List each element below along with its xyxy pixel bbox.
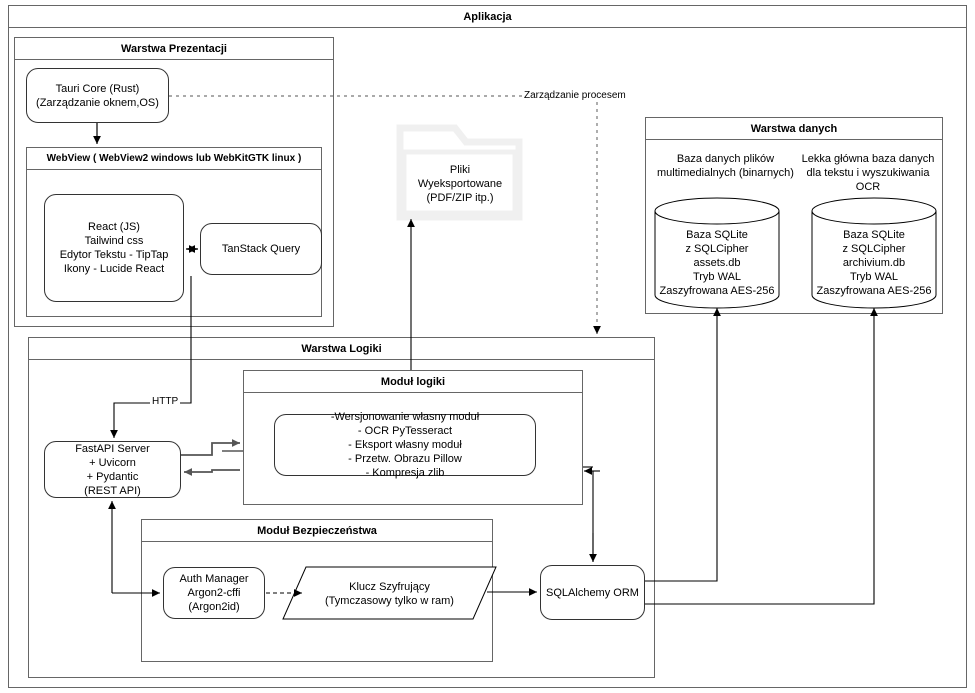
node-logic-features: -Wersjonowanie własny moduł - OCR PyTess… [274, 411, 536, 479]
label-db-assets-caption: Baza danych plików multimedialnych (bina… [657, 153, 794, 179]
node-klucz-szyfrujacy: Klucz Szyfrujący (Tymczasowy tylko w ram… [325, 581, 454, 607]
label-http: HTTP [150, 396, 181, 407]
node-fastapi-server: FastAPI Server + Uvicorn + Pydantic (RES… [44, 441, 181, 498]
node-react-frontend: React (JS) Tailwind css Edytor Tekstu - … [44, 194, 184, 302]
label-db-archivium-caption: Lekka główna baza danych dla tekstu i wy… [801, 153, 935, 193]
container-warstwa-danych-title: Warstwa danych [646, 118, 942, 140]
node-sqlalchemy-orm: SQLAlchemy ORM [540, 565, 645, 620]
container-warstwa-logiki-title: Warstwa Logiki [29, 338, 654, 360]
node-tanstack-query: TanStack Query [200, 223, 322, 275]
container-modul-bezpieczenstwa-title: Moduł Bezpieczeństwa [142, 520, 492, 542]
node-tauri-core: Tauri Core (Rust) (Zarządzanie oknem,OS) [26, 68, 169, 123]
node-auth-manager: Auth Manager Argon2-cffi (Argon2id) [163, 567, 265, 619]
label-zarzadzanie-procesem: Zarządzanie procesem [522, 90, 628, 101]
container-webview-title: WebView ( WebView2 windows lub WebKitGTK… [27, 148, 321, 170]
node-pliki-wyeksportowane: Pliki Wyeksportowane (PDF/ZIP itp.) [417, 164, 503, 204]
node-db-archivium: Baza SQLite z SQLCipher archivium.db Try… [816, 229, 932, 297]
container-warstwa-prezentacji-title: Warstwa Prezentacji [15, 38, 333, 60]
container-modul-logiki-title: Moduł logiki [244, 371, 582, 393]
node-db-assets: Baza SQLite z SQLCipher assets.db Tryb W… [659, 229, 775, 297]
container-aplikacja-title: Aplikacja [9, 6, 966, 28]
